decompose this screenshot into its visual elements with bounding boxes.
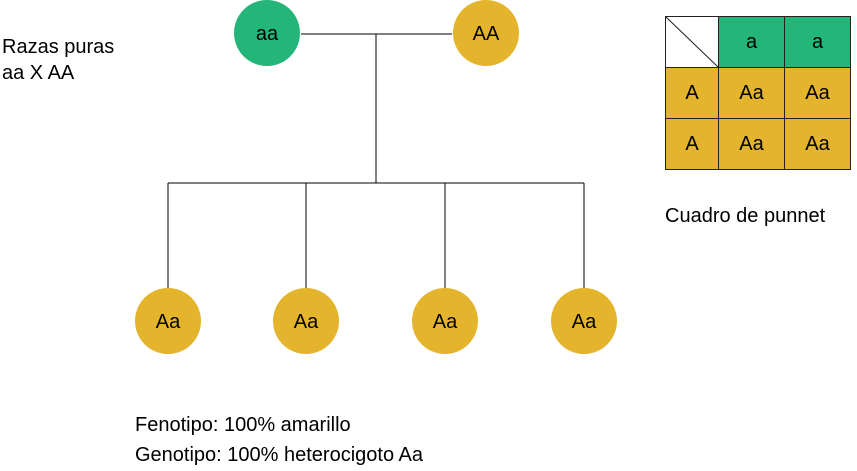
punnett-row-2: A Aa Aa — [665, 118, 851, 170]
punnett-cell-1-1: Aa — [718, 67, 785, 119]
punnett-col-header-2: a — [784, 16, 851, 68]
offspring-circle-1 — [135, 288, 201, 354]
punnett-row-header-2: A — [665, 118, 719, 170]
punnett-cell-2-2: Aa — [784, 118, 851, 170]
diagonal-divider-icon — [666, 17, 718, 67]
offspring-label-4: Aa — [572, 311, 597, 333]
punnett-col-header-1: a — [718, 16, 785, 68]
punnett-corner-cell — [665, 16, 719, 68]
offspring-circle-4 — [551, 288, 617, 354]
punnett-row-1: A Aa Aa — [665, 67, 851, 119]
results-summary: Fenotipo: 100% amarillo Genotipo: 100% h… — [135, 410, 423, 470]
cross-label-line1: Razas puras — [2, 36, 115, 58]
genotype-result: Genotipo: 100% heterocigoto Aa — [135, 444, 423, 466]
punnett-square: a a A Aa Aa A Aa Aa — [665, 16, 851, 170]
offspring-label-1: Aa — [156, 311, 181, 333]
parent-circle-AA — [453, 0, 519, 66]
punnett-row-header-1: A — [665, 67, 719, 119]
punnett-cell-1-2: Aa — [784, 67, 851, 119]
parent-circle-aa — [234, 0, 300, 66]
cross-label: Razas puras aa X AA — [2, 34, 114, 86]
parent-label-AA: AA — [473, 23, 500, 45]
offspring-label-2: Aa — [294, 311, 319, 333]
phenotype-result: Fenotipo: 100% amarillo — [135, 414, 351, 436]
punnett-cell-2-1: Aa — [718, 118, 785, 170]
cross-label-line2: aa X AA — [2, 62, 75, 84]
offspring-label-3: Aa — [433, 311, 458, 333]
offspring-circle-2 — [273, 288, 339, 354]
punnett-title: Cuadro de punnet — [665, 205, 826, 227]
punnett-header-row: a a — [665, 16, 851, 68]
parent-label-aa: aa — [256, 23, 279, 45]
offspring-circle-3 — [412, 288, 478, 354]
